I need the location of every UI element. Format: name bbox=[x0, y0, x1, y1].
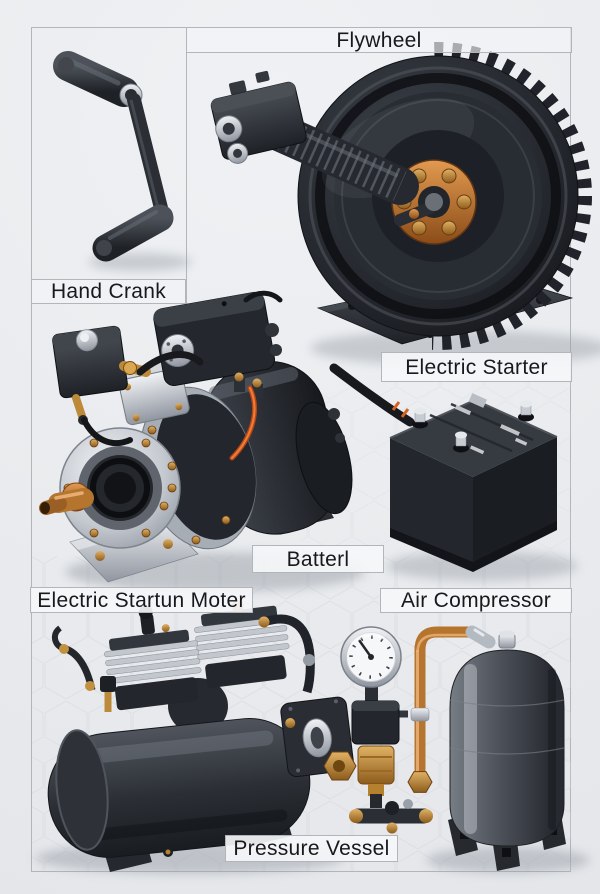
pressure-vessel-illustration bbox=[426, 630, 590, 873]
grid-divider bbox=[186, 27, 187, 304]
air-compressor-label: Air Compressor bbox=[380, 588, 572, 613]
flywheel-label-text: Flywheel bbox=[336, 28, 422, 52]
flywheel-illustration bbox=[210, 42, 600, 366]
battery-label: Batterl bbox=[252, 545, 384, 573]
pressure-vessel-label: Pressure Vessel bbox=[225, 835, 398, 862]
battery-label-text: Batterl bbox=[286, 547, 350, 571]
starter-motor-label: Electric Startun Moter bbox=[30, 587, 253, 613]
battery-illustration bbox=[329, 363, 578, 581]
hand-crank-label: Hand Crank bbox=[31, 279, 186, 304]
hand-crank-label-text: Hand Crank bbox=[50, 280, 167, 303]
flywheel-label: Flywheel bbox=[186, 27, 572, 53]
electric-starter-label-text: Electric Starter bbox=[405, 355, 548, 379]
electric-starter-label: Electric Starter bbox=[381, 352, 572, 382]
starter-motor-illustration bbox=[39, 290, 365, 592]
pressure-gauge-illustration bbox=[323, 625, 496, 834]
hand-crank-illustration bbox=[53, 51, 192, 271]
pressure-vessel-label-text: Pressure Vessel bbox=[233, 837, 390, 860]
starter-motor-label-text: Electric Startun Moter bbox=[37, 588, 246, 612]
air-compressor-label-text: Air Compressor bbox=[400, 589, 552, 612]
